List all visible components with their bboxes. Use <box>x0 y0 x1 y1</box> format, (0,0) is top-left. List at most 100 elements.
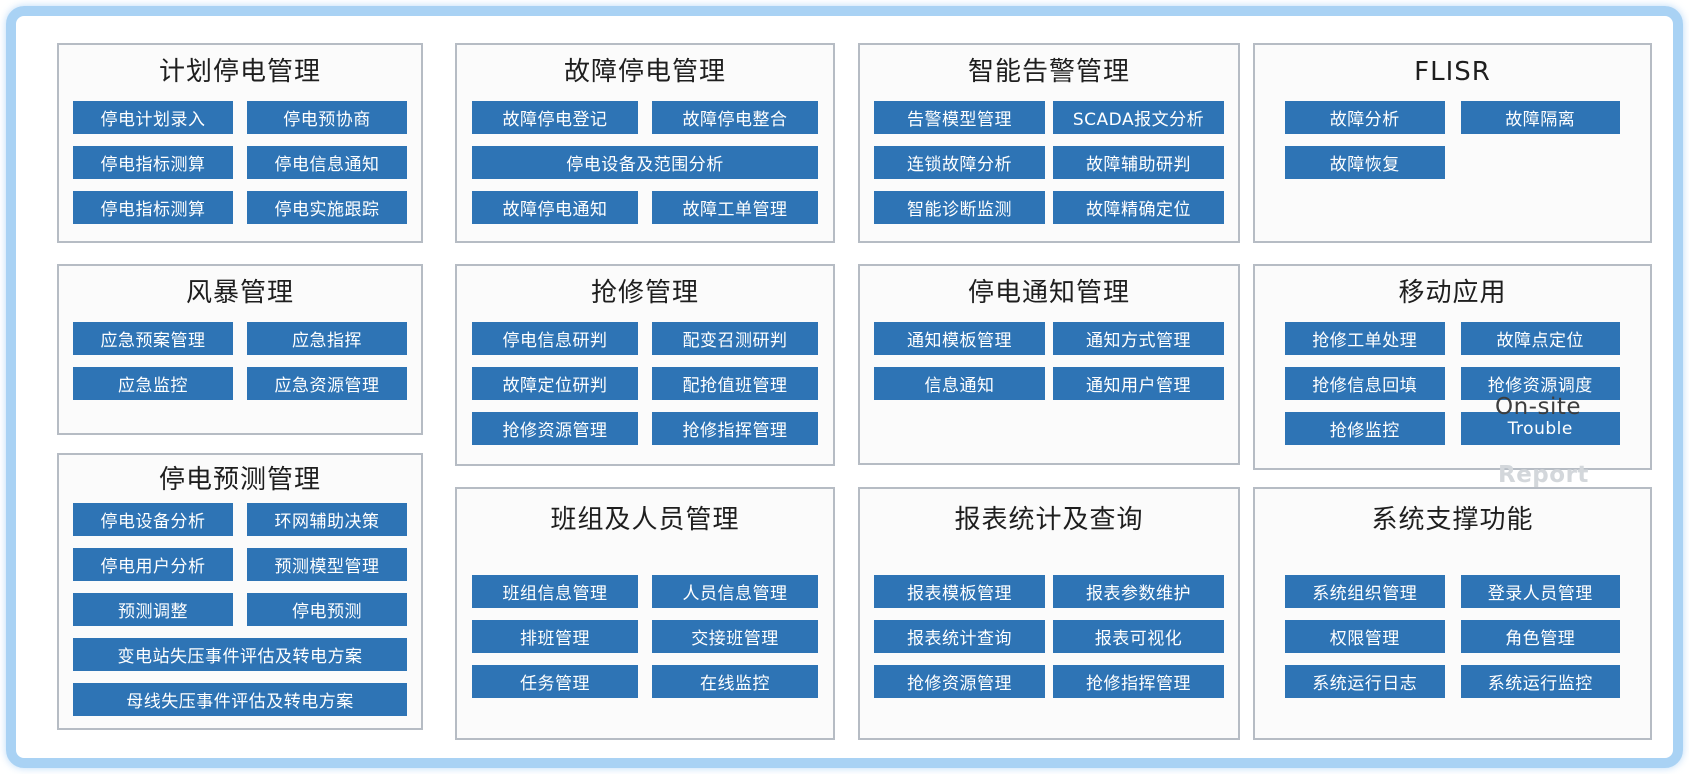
module-button[interactable]: 通知方式管理 <box>1053 322 1224 355</box>
module-button[interactable]: 排班管理 <box>472 620 638 653</box>
panel-outage-forecast-management: 停电预测管理 停电设备分析 环网辅助决策 停电用户分析 预测模型管理 预测调整 … <box>57 453 423 730</box>
module-button[interactable]: 系统运行监控 <box>1460 665 1620 698</box>
module-button[interactable]: 通知用户管理 <box>1053 367 1224 400</box>
module-button[interactable]: 停电信息通知 <box>247 146 407 179</box>
module-button-grid: 通知模板管理 通知方式管理 信息通知 通知用户管理 <box>860 322 1238 400</box>
module-button[interactable]: 告警模型管理 <box>874 101 1045 134</box>
module-button[interactable]: 停电实施跟踪 <box>247 191 407 224</box>
module-button[interactable]: 报表参数维护 <box>1053 575 1224 608</box>
module-button[interactable]: 故障点定位 <box>1460 322 1620 355</box>
module-button[interactable]: 抢修资源管理 <box>874 665 1045 698</box>
module-button-grid: 报表模板管理 报表参数维护 报表统计查询 报表可视化 抢修资源管理 抢修指挥管理 <box>860 575 1238 698</box>
column-4: FLISR 故障分析 故障隔离 故障恢复 移动应用 抢修工单处理 故障点定位 抢… <box>1253 43 1652 740</box>
module-button-grid: 停电设备分析 环网辅助决策 停电用户分析 预测模型管理 预测调整 停电预测 变电… <box>59 503 421 716</box>
module-button[interactable]: 抢修指挥管理 <box>652 412 818 445</box>
module-button[interactable]: 停电设备分析 <box>73 503 233 536</box>
module-button[interactable]: 变电站失压事件评估及转电方案 <box>73 638 407 671</box>
module-button[interactable]: 报表统计查询 <box>874 620 1045 653</box>
module-button[interactable]: 抢修监控 <box>1285 412 1445 445</box>
panel-title: 停电通知管理 <box>967 278 1130 308</box>
module-button[interactable]: 权限管理 <box>1285 620 1445 653</box>
module-button[interactable]: 故障停电通知 <box>472 191 638 224</box>
module-button[interactable]: 停电指标测算 <box>73 146 233 179</box>
module-button[interactable]: 系统运行日志 <box>1285 665 1445 698</box>
module-button[interactable]: 故障停电登记 <box>472 101 638 134</box>
module-button[interactable]: 在线监控 <box>652 665 818 698</box>
panel-title: 移动应用 <box>1398 278 1507 308</box>
module-button[interactable]: 故障定位研判 <box>472 367 638 400</box>
module-button[interactable]: 停电预测 <box>247 593 407 626</box>
module-button[interactable]: 交接班管理 <box>652 620 818 653</box>
module-button[interactable]: 角色管理 <box>1460 620 1620 653</box>
column-2: 故障停电管理 故障停电登记 故障停电整合 停电设备及范围分析 故障停电通知 故障… <box>455 43 835 740</box>
panel-title: 停电预测管理 <box>158 465 321 495</box>
panel-report-statistics-query: 报表统计及查询 报表模板管理 报表参数维护 报表统计查询 报表可视化 抢修资源管… <box>858 487 1240 740</box>
module-button[interactable]: 停电计划录入 <box>73 101 233 134</box>
panel-title: FLISR <box>1414 57 1491 87</box>
module-button[interactable]: 母线失压事件评估及转电方案 <box>73 683 407 716</box>
module-button[interactable]: 人员信息管理 <box>652 575 818 608</box>
module-button[interactable]: 任务管理 <box>472 665 638 698</box>
module-button[interactable]: 报表模板管理 <box>874 575 1045 608</box>
panel-planned-outage-management: 计划停电管理 停电计划录入 停电预协商 停电指标测算 停电信息通知 停电指标测算… <box>57 43 423 243</box>
module-button[interactable]: 信息通知 <box>874 367 1045 400</box>
module-button[interactable]: 停电预协商 <box>247 101 407 134</box>
module-button[interactable]: 故障恢复 <box>1285 146 1445 179</box>
module-button[interactable]: 故障停电整合 <box>652 101 818 134</box>
module-button[interactable]: 抢修工单处理 <box>1285 322 1445 355</box>
panel-title: 故障停电管理 <box>563 57 726 87</box>
module-button[interactable]: SCADA报文分析 <box>1053 101 1224 134</box>
panel-fault-outage-management: 故障停电管理 故障停电登记 故障停电整合 停电设备及范围分析 故障停电通知 故障… <box>455 43 835 243</box>
module-button[interactable]: 故障辅助研判 <box>1053 146 1224 179</box>
module-button[interactable]: 班组信息管理 <box>472 575 638 608</box>
module-button[interactable]: 系统组织管理 <box>1285 575 1445 608</box>
module-button[interactable]: 智能诊断监测 <box>874 191 1045 224</box>
module-button-grid: 应急预案管理 应急指挥 应急监控 应急资源管理 <box>59 322 421 400</box>
module-button[interactable]: 抢修资源管理 <box>472 412 638 445</box>
module-button[interactable]: 配抢值班管理 <box>652 367 818 400</box>
module-button[interactable]: 登录人员管理 <box>1460 575 1620 608</box>
panel-repair-management: 抢修管理 停电信息研判 配变召测研判 故障定位研判 配抢值班管理 抢修资源管理 … <box>455 264 835 466</box>
module-button-grid: 班组信息管理 人员信息管理 排班管理 交接班管理 任务管理 在线监控 <box>457 575 833 698</box>
module-button-grid: 抢修工单处理 故障点定位 抢修信息回填 抢修资源调度 抢修监控 Trouble <box>1255 322 1650 445</box>
panel-title: 计划停电管理 <box>158 57 321 87</box>
module-button-grid: 故障停电登记 故障停电整合 停电设备及范围分析 故障停电通知 故障工单管理 <box>457 101 833 224</box>
module-button-grid: 系统组织管理 登录人员管理 权限管理 角色管理 系统运行日志 系统运行监控 <box>1255 575 1650 698</box>
module-button[interactable]: 通知模板管理 <box>874 322 1045 355</box>
panel-mobile-application: 移动应用 抢修工单处理 故障点定位 抢修信息回填 抢修资源调度 抢修监控 Tro… <box>1253 264 1652 470</box>
module-button[interactable]: 故障精确定位 <box>1053 191 1224 224</box>
module-button-grid: 告警模型管理 SCADA报文分析 连锁故障分析 故障辅助研判 智能诊断监测 故障… <box>860 101 1238 224</box>
onsite-overlay-text: On-site <box>1495 394 1582 420</box>
module-button[interactable]: 故障分析 <box>1285 101 1445 134</box>
module-button[interactable]: 预测调整 <box>73 593 233 626</box>
module-button[interactable]: 停电用户分析 <box>73 548 233 581</box>
module-button[interactable]: 停电设备及范围分析 <box>472 146 818 179</box>
module-button[interactable]: 环网辅助决策 <box>247 503 407 536</box>
module-button[interactable]: 停电信息研判 <box>472 322 638 355</box>
column-3: 智能告警管理 告警模型管理 SCADA报文分析 连锁故障分析 故障辅助研判 智能… <box>858 43 1240 740</box>
panel-system-support-functions: 系统支撑功能 系统组织管理 登录人员管理 权限管理 角色管理 系统运行日志 系统… <box>1253 487 1652 740</box>
module-button[interactable]: 配变召测研判 <box>652 322 818 355</box>
panel-title: 风暴管理 <box>185 278 294 308</box>
module-button[interactable]: 应急监控 <box>73 367 233 400</box>
panel-intelligent-alarm-management: 智能告警管理 告警模型管理 SCADA报文分析 连锁故障分析 故障辅助研判 智能… <box>858 43 1240 243</box>
module-button[interactable]: 应急指挥 <box>247 322 407 355</box>
panel-title: 智能告警管理 <box>967 57 1130 87</box>
module-button[interactable]: 抢修信息回填 <box>1285 367 1445 400</box>
module-button[interactable]: 应急资源管理 <box>247 367 407 400</box>
module-button[interactable]: 停电指标测算 <box>73 191 233 224</box>
panel-flisr: FLISR 故障分析 故障隔离 故障恢复 <box>1253 43 1652 243</box>
module-button-grid: 停电计划录入 停电预协商 停电指标测算 停电信息通知 停电指标测算 停电实施跟踪 <box>59 101 421 224</box>
module-button[interactable]: 预测模型管理 <box>247 548 407 581</box>
panel-team-personnel-management: 班组及人员管理 班组信息管理 人员信息管理 排班管理 交接班管理 任务管理 在线… <box>455 487 835 740</box>
module-button[interactable]: 抢修指挥管理 <box>1053 665 1224 698</box>
module-button[interactable]: 连锁故障分析 <box>874 146 1045 179</box>
module-button[interactable]: 故障工单管理 <box>652 191 818 224</box>
column-1: 计划停电管理 停电计划录入 停电预协商 停电指标测算 停电信息通知 停电指标测算… <box>57 43 423 730</box>
module-button[interactable]: Trouble <box>1460 412 1620 445</box>
module-button[interactable]: 报表可视化 <box>1053 620 1224 653</box>
module-button[interactable]: 应急预案管理 <box>73 322 233 355</box>
module-button[interactable]: 故障隔离 <box>1460 101 1620 134</box>
module-button[interactable]: 抢修资源调度 <box>1460 367 1620 400</box>
